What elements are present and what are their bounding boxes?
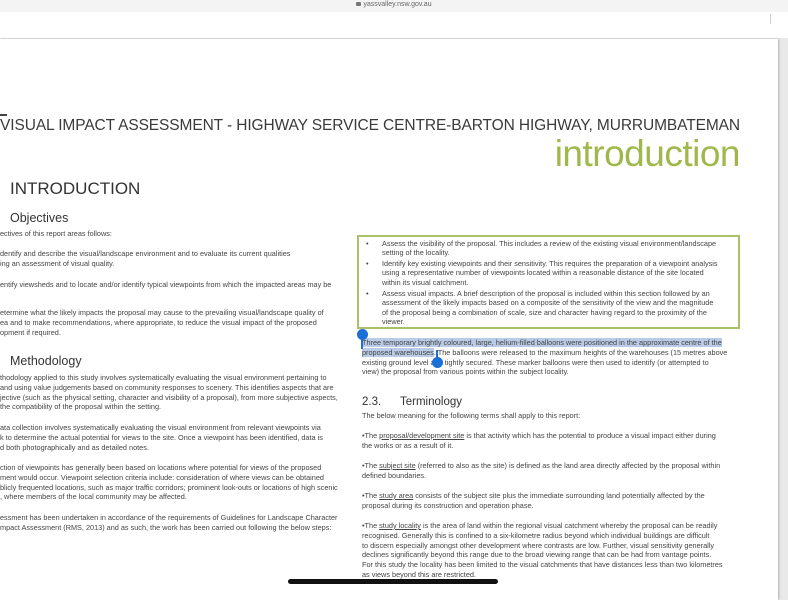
heading-objectives: Objectives [10,211,69,225]
term-definition: •The study locality is the area of land … [362,521,740,580]
selected-text[interactable]: Three temporary brightly coloured, large… [362,338,722,347]
text-line: k to determine the actual potential for … [0,432,323,442]
viewer-toolbar [0,12,788,39]
text-line: defined boundaries. [362,470,427,480]
bullet-item: • Assess the visibility of the proposal.… [366,239,731,258]
text-line: ata collection involves systematically e… [0,423,321,432]
text-line: view) the proposal from various points w… [362,367,569,377]
bullet-text: Identify key existing viewpoints and the… [382,259,718,287]
bullet-item: • Assess visual impacts. A brief descrip… [366,289,731,326]
home-indicator[interactable] [288,579,498,584]
heading-methodology: Methodology [10,354,82,368]
lock-icon [356,2,362,6]
text-line: For this study the locality has been lim… [362,560,723,570]
term-name: subject site [379,461,416,470]
text-line: •The study area consists of the subject … [362,491,705,500]
text-line: •The study locality is the area of land … [362,521,718,530]
text-line: , where members of the local community m… [0,492,187,502]
term-definition: •The study area consists of the subject … [362,491,740,511]
document-title: VISUAL IMPACT ASSESSMENT - HIGHWAY SERVI… [0,117,740,134]
text-line: mpact Assessment (RMS, 2013) and as such… [0,522,332,532]
selection-end-knob[interactable] [432,357,443,368]
bullet-icon: • [366,239,369,248]
text-line: etermine what the likely impacts the pro… [0,308,324,317]
text-line: ea and to make recommendations, where ap… [0,317,317,327]
document-page[interactable] [0,39,778,600]
text-line: to discern especially amongst other deve… [362,540,715,550]
text-line: as views beyond this are restricted. [362,569,476,579]
selection-start-knob[interactable] [357,329,368,340]
terminology-intro: The below meaning for the following term… [362,411,581,420]
term-name: study locality [379,521,421,530]
text-line: proposal during its construction and ope… [362,500,534,510]
bullet-icon: • [366,259,369,268]
objective-item: dentify and describe the visual/landscap… [0,249,350,269]
text-line: •The proposal/development site is that a… [362,431,716,440]
methodology-paragraph: ata collection involves systematically e… [0,423,350,452]
text-line: declines significantly beyond this range… [362,550,712,560]
text-line: d both photographically and as detailed … [0,442,149,452]
steps-box: • Assess the visibility of the proposal.… [357,235,740,329]
text-line: essment has been undertaken in accordanc… [0,513,338,522]
text-line: blicly frequented locations, such as maj… [0,482,338,492]
text-line: existing ground level and tightly secure… [362,357,709,367]
text-line: dentify and describe the visual/landscap… [0,249,291,258]
selection-start-handle[interactable] [361,338,363,349]
bullet-text: Assess visual impacts. A brief descripti… [382,289,714,326]
objectives-lead: ectives of this report areas follows: [0,229,112,238]
url-text: yassvalley.nsw.gov.au [0,0,788,10]
text-line: ing an assessment of visual quality. [0,258,115,268]
term-name: proposal/development site [379,431,465,440]
toolbar-divider [770,14,771,24]
objective-item: etermine what the likely impacts the pro… [0,308,350,337]
methodology-paragraph: essment has been undertaken in accordanc… [0,513,350,533]
bullet-icon: • [366,289,369,298]
heading-terminology: Terminology [400,396,462,408]
text-line: proposed warehouses. The balloons were r… [362,347,728,357]
text-line: •The subject site (referred to also as t… [362,461,721,470]
objective-item: entify viewsheds and to locate and/or id… [0,280,350,290]
text-line: the compatibility of the proposal within… [0,402,162,412]
text-line: Three temporary brightly coloured, large… [362,338,740,348]
browser-address-bar[interactable]: yassvalley.nsw.gov.au [0,0,788,12]
text-line: and using value judgements based on comm… [0,382,334,392]
term-name: study area [379,491,414,500]
section-title: introduction [554,133,741,174]
text-line: jective (such as the physical setting, c… [0,392,338,402]
text-line: recognised. Generally this is confined t… [362,530,710,540]
balloon-paragraph[interactable]: Three temporary brightly coloured, large… [362,338,740,377]
text-line: ment would occur. Viewpoint selection cr… [0,472,324,482]
section-number: 2.3. [362,396,382,408]
term-definition: •The proposal/development site is that a… [362,431,740,451]
text-line: entify viewsheds and to locate and/or id… [0,280,332,289]
methodology-paragraph: ction of viewpoints has generally been b… [0,463,350,502]
text-line: the works or as a result of it. [362,440,454,450]
text-line: thodology applied to this study involves… [0,373,327,382]
bullet-text: Assess the visibility of the proposal. T… [382,239,717,258]
selection-end-handle[interactable] [436,350,438,360]
bullet-item: • Identify key existing viewpoints and t… [366,259,731,287]
heading-introduction: INTRODUCTION [10,179,141,198]
methodology-paragraph: thodology applied to this study involves… [0,373,350,412]
text-line: opment if required. [0,327,61,337]
header-rule [0,114,7,116]
selected-text[interactable]: proposed warehouses [362,347,434,357]
text-line: ction of viewpoints has generally been b… [0,463,322,472]
term-definition: •The subject site (referred to also as t… [362,461,740,481]
